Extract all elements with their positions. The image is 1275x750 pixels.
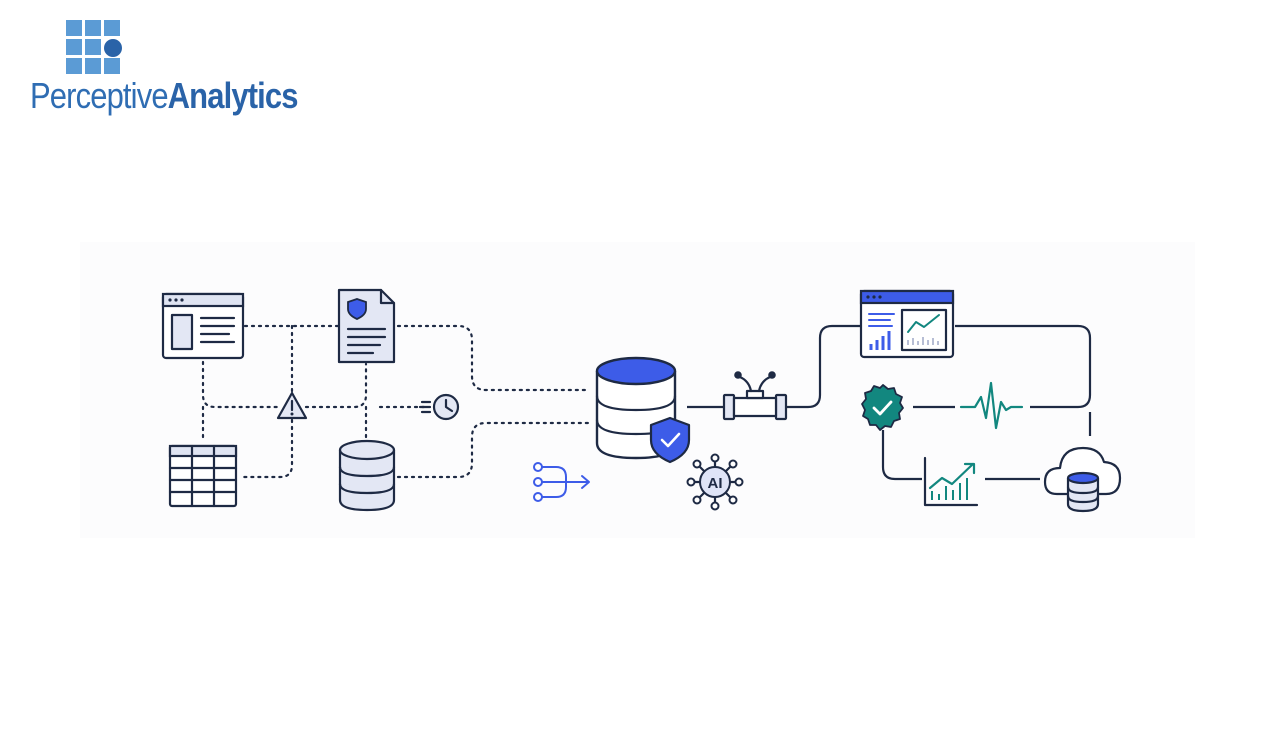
- logo-wordmark: PerceptiveAnalytics: [30, 75, 298, 117]
- ai-network-icon: AI: [686, 453, 744, 511]
- warning-icon: [276, 391, 308, 420]
- browser-window-icon: [161, 292, 245, 360]
- dotted-connectors: [201, 324, 590, 479]
- shield-check-icon: [649, 416, 691, 464]
- growth-chart-icon: [923, 456, 979, 507]
- clock-icon: [418, 393, 460, 421]
- heartbeat-icon: [959, 381, 1024, 430]
- secure-document-icon: [337, 288, 396, 364]
- cloud-database-icon: [1043, 446, 1122, 513]
- ai-badge-label: AI: [708, 475, 723, 492]
- solid-connectors: [687, 324, 1092, 481]
- logo-grid-icon: [66, 20, 122, 74]
- logo-text-light: Perceptive: [30, 75, 169, 116]
- spreadsheet-icon: [168, 444, 238, 508]
- flow-merge-icon: [533, 462, 590, 502]
- perceptive-analytics-logo: PerceptiveAnalytics: [30, 20, 330, 120]
- pipeline-icon: [722, 371, 788, 421]
- logo-text-bold: Analytics: [167, 75, 299, 116]
- database-icon: [338, 439, 396, 512]
- dashboard-icon: [859, 289, 955, 359]
- verified-badge-icon: [861, 384, 904, 431]
